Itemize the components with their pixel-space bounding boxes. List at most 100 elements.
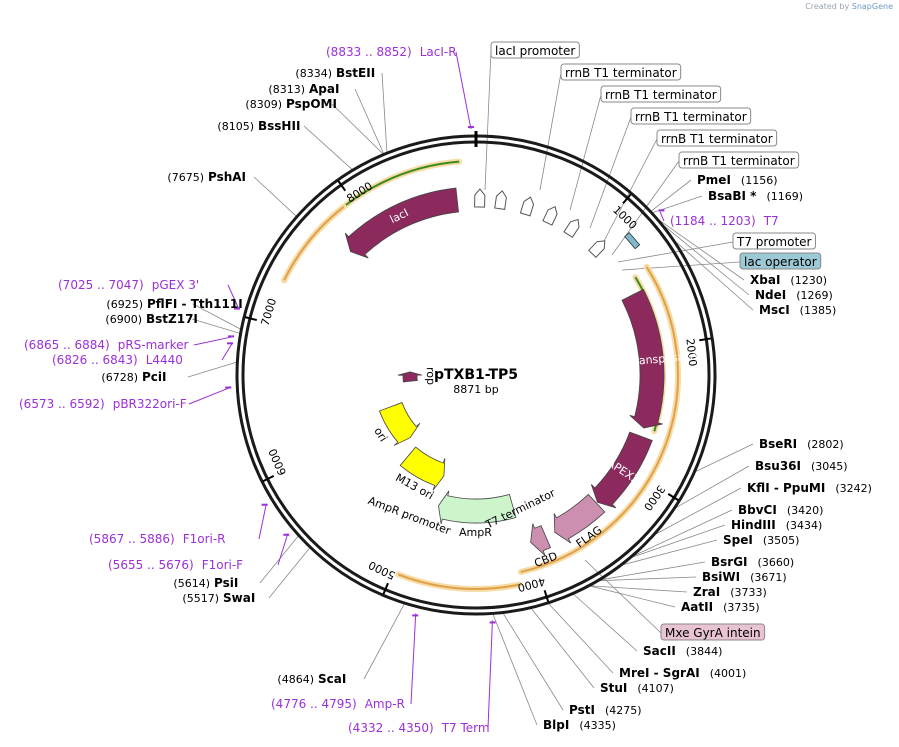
site-leader [268,547,310,599]
site-leader [548,603,614,674]
primer-name[interactable]: pRS-marker [118,338,189,352]
restriction-site-name[interactable]: StuI [600,681,627,695]
primer-name[interactable]: Amp-R [365,697,405,711]
restriction-site-name[interactable]: AatII [681,600,713,614]
feature-box-7[interactable]: lac operator [739,252,822,270]
primer-name[interactable]: F1ori-F [202,558,243,572]
primer-name[interactable]: L4440 [146,353,183,367]
terminator-glyph[interactable] [563,217,582,238]
restriction-site-name[interactable]: MreI - SgrAI [619,666,700,680]
site-leader [633,509,733,556]
feature-box-frame [678,151,800,169]
primer-leader [277,533,289,566]
restriction-site-name[interactable]: PflFI - Tth111I [147,297,243,311]
restriction-site-position: (6925) [106,298,143,311]
site-leader [695,443,754,472]
feature-box-4[interactable]: rrnB T1 terminator [656,129,778,147]
feature-box-frame [656,129,778,147]
restriction-site-name[interactable]: BbvCI [738,503,777,517]
feature-tn5-arrow[interactable] [621,288,665,429]
restriction-site-name[interactable]: BstZ17I [146,312,198,326]
primer-range: (5867 .. 5886) [89,532,175,546]
restriction-site-name[interactable]: PstI [569,703,595,717]
primer-name[interactable]: pGEX 3' [152,278,199,292]
restriction-site-name[interactable]: NdeI [755,288,786,302]
feature-ampr-arrow[interactable] [438,490,517,525]
restriction-site-position: (6900) [105,313,142,326]
feature-box-5[interactable]: rrnB T1 terminator [678,151,800,169]
restriction-site-name[interactable]: BsrGI [711,555,748,569]
restriction-site-name[interactable]: KflI - PpuMI [747,481,825,495]
restriction-site-name[interactable]: SacII [643,644,676,658]
feature-box-frame [732,232,816,250]
terminator-glyph[interactable] [588,237,609,258]
feature-box-3[interactable]: rrnB T1 terminator [630,107,752,125]
feature-laci-arrow[interactable] [344,187,459,259]
primer-range: (8833 .. 8852) [326,45,412,59]
tick-mark [337,180,347,192]
primer-name[interactable]: pBR322ori-F [113,397,187,411]
restriction-site-name[interactable]: ZraI [693,585,720,599]
restriction-site-name[interactable]: BlpI [543,718,569,732]
primer-range: (4776 .. 4795) [271,697,357,711]
feature-box-leader [484,50,492,191]
feature-box-2[interactable]: rrnB T1 terminator [600,85,722,103]
restriction-site-name[interactable]: PsiI [214,576,238,590]
terminator-glyph[interactable] [474,188,486,208]
primer-name[interactable]: LacI-R [420,45,457,59]
restriction-site-name[interactable]: PspOMI [286,97,337,111]
restriction-site-name[interactable]: SwaI [223,591,255,605]
restriction-site-name[interactable]: PshAI [208,170,246,184]
feature-flag-arrow[interactable] [553,493,606,544]
tick-mark [667,493,679,502]
restriction-site-position: (8105) [217,120,254,133]
restriction-site-name[interactable]: SpeI [723,533,753,547]
tick-mark [699,337,712,342]
site-leader [187,361,237,378]
restriction-site-position: (3505) [763,534,800,547]
restriction-site-name[interactable]: ScaI [318,672,346,686]
site-leader [331,103,384,155]
site-leader [354,88,384,154]
site-leader [590,585,688,593]
feature-m13ori-arrow[interactable] [399,446,446,491]
restriction-site-name[interactable]: BsiWI [702,570,740,584]
site-leader [659,220,745,281]
feature-box-8[interactable]: Mxe GyrA intein [660,623,766,641]
restriction-site-name[interactable]: PciI [142,370,167,384]
feature-apex2-arrow[interactable] [590,431,653,509]
feature-box-frame [660,623,766,641]
feature-ori-arrow[interactable] [378,402,421,446]
terminator-glyph[interactable] [519,196,535,217]
restriction-site-name[interactable]: BsaBI * [708,189,757,203]
site-leader [663,225,750,296]
restriction-site-name[interactable]: HindIII [731,518,776,532]
restriction-site-name[interactable]: PmeI [697,173,731,187]
site-leader [632,524,726,558]
restriction-site-name[interactable]: XbaI [750,273,780,287]
terminator-glyph[interactable] [542,205,560,226]
restriction-site-name[interactable]: ApaI [309,82,339,96]
primer-name[interactable]: T7 Term [441,721,490,735]
feature-rop-arrow[interactable] [397,371,423,383]
primer-name[interactable]: T7 [763,214,779,228]
restriction-site-position: (3242) [835,482,872,495]
restriction-site-name[interactable]: BssHII [258,119,300,133]
feature-box-1[interactable]: rrnB T1 terminator [560,63,682,81]
restriction-site-position: (3420) [787,504,824,517]
feature-box-frame [490,41,580,59]
restriction-site-name[interactable]: BstEII [336,66,375,80]
feature-box-label: T7 promoter [736,235,812,249]
terminator-glyph[interactable] [494,190,507,210]
feature-box-6[interactable]: T7 promoter [732,232,816,250]
restriction-site-name[interactable]: Bsu36I [755,459,801,473]
feature-cbd-arrow[interactable] [530,523,552,556]
feature-box-leader [589,116,632,229]
site-leader [531,608,595,689]
restriction-site-name[interactable]: MscI [759,303,790,317]
feature-box-frame [600,85,722,103]
primer-name[interactable]: F1ori-R [183,532,226,546]
restriction-site-name[interactable]: BseRI [759,437,797,451]
feature-box-0[interactable]: lacI promoter [490,41,580,59]
